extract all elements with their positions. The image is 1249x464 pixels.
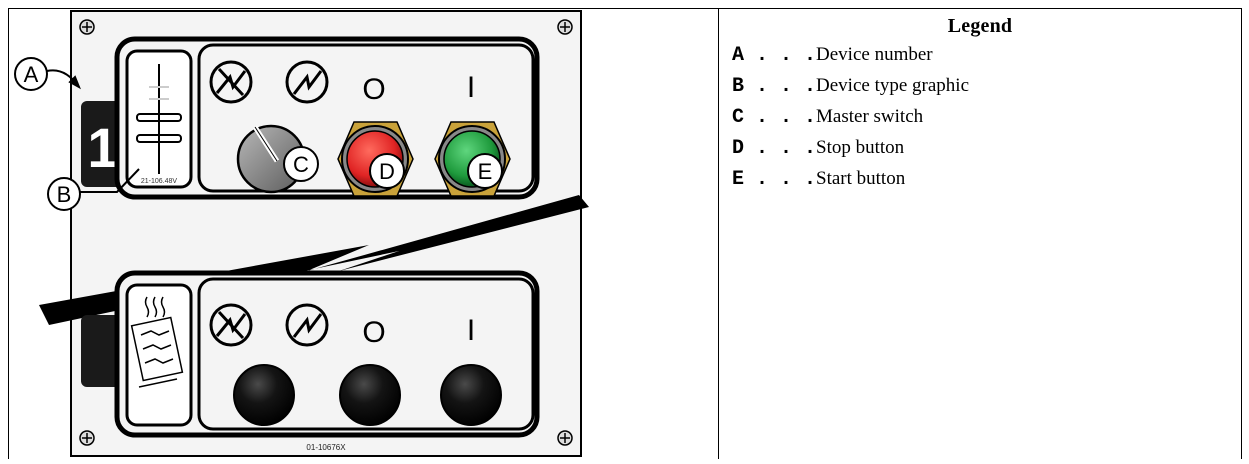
on-label: I: [467, 71, 475, 104]
off-label: O: [362, 73, 385, 106]
legend-text: Master switch: [816, 106, 923, 127]
legend-list: A . . .Device number B . . .Device type …: [720, 40, 1240, 195]
callout-c-label: C: [293, 152, 309, 177]
legend-item: A . . .Device number: [732, 40, 1240, 71]
bottom-on-label: I: [467, 314, 475, 347]
callout-d-label: D: [379, 159, 395, 184]
legend-key: A . . .: [732, 44, 816, 67]
column-divider: [718, 8, 719, 459]
unlit-button: [340, 365, 400, 425]
legend-item: C . . .Master switch: [732, 102, 1240, 133]
legend-text: Stop button: [816, 137, 904, 158]
callout-e-label: E: [478, 159, 493, 184]
legend-text: Device number: [816, 44, 933, 65]
device-number: 1: [87, 116, 118, 179]
control-panel-figure: 1 21-106.48V O I: [9, 9, 717, 459]
legend-item: B . . .Device type graphic: [732, 71, 1240, 102]
unlit-button: [234, 365, 294, 425]
legend-key: C . . .: [732, 106, 816, 129]
callout-b-label: B: [57, 182, 72, 207]
legend-panel: Legend A . . .Device number B . . .Devic…: [720, 9, 1240, 195]
legend-text: Device type graphic: [816, 75, 969, 96]
bottom-off-label: O: [362, 316, 385, 349]
unlit-button: [441, 365, 501, 425]
legend-item: D . . .Stop button: [732, 133, 1240, 164]
control-panel-illustration: 1 21-106.48V O I: [9, 9, 717, 459]
legend-item: E . . .Start button: [732, 164, 1240, 195]
legend-key: B . . .: [732, 75, 816, 98]
drawing-number: 01-10676X: [306, 443, 346, 452]
legend-text: Start button: [816, 168, 905, 189]
legend-key: E . . .: [732, 168, 816, 191]
legend-title: Legend: [720, 15, 1240, 38]
callout-a-label: A: [24, 62, 39, 87]
legend-key: D . . .: [732, 137, 816, 160]
device-type-caption: 21-106.48V: [141, 178, 178, 185]
